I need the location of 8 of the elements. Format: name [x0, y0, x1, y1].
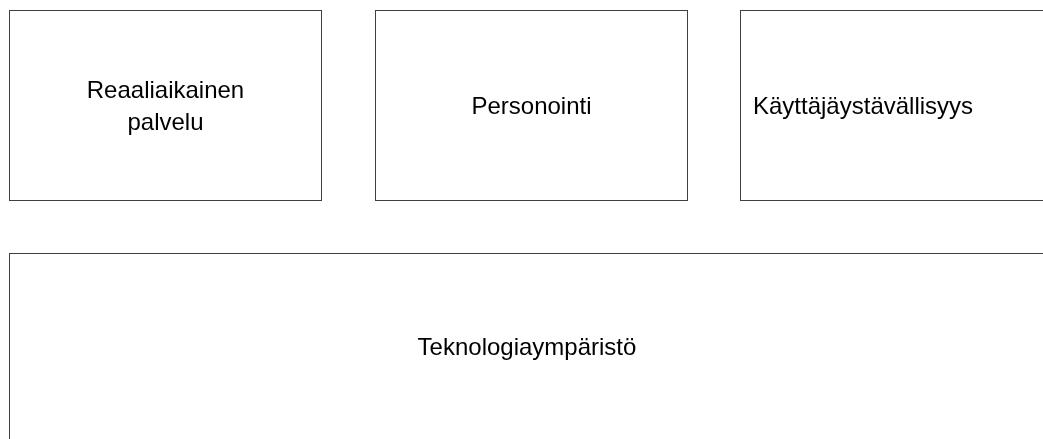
box-label: Teknologiaympäristö: [417, 332, 637, 363]
text-box: [375, 10, 688, 201]
box-label: Käyttäjäystävällisyys: [753, 90, 974, 121]
text-box: [9, 10, 322, 201]
text-box: [9, 253, 1043, 439]
box-label: Personointi: [471, 90, 592, 121]
text-box: [740, 10, 1043, 201]
box-label: Reaaliaikainen palvelu: [85, 75, 246, 137]
